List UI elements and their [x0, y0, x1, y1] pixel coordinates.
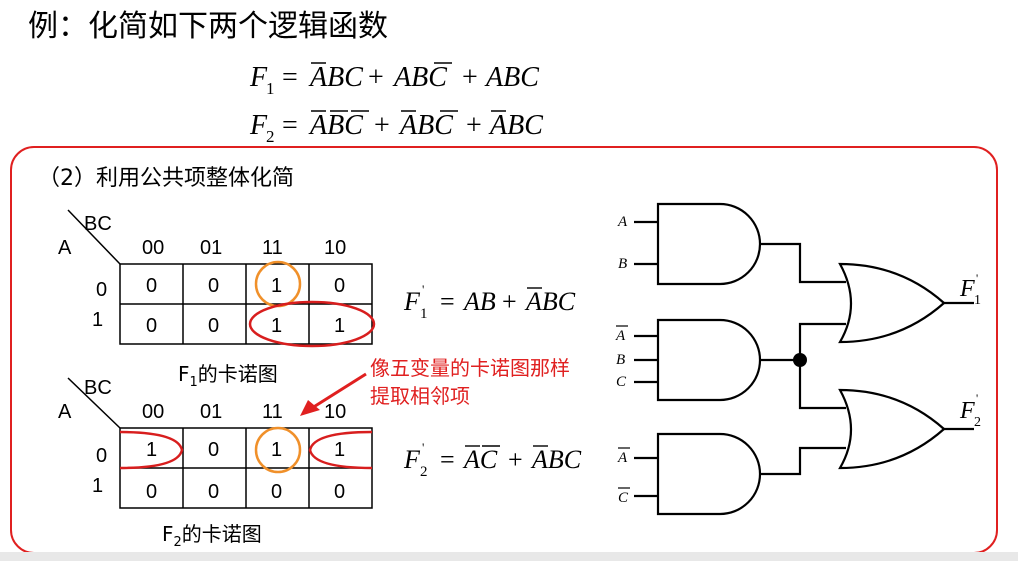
kmap-cell: 0 — [208, 481, 219, 503]
svg-text:ABC: ABC — [530, 445, 582, 474]
f1-term2: ABC — [392, 62, 447, 93]
kmap1-caption: F1的卡诺图 — [178, 362, 278, 390]
svg-text:2: 2 — [974, 415, 981, 430]
f1-simplified: F 1 ' = AB + ABC — [403, 282, 576, 322]
svg-text:+: + — [374, 110, 390, 141]
bottom-scroll-strip — [0, 552, 1018, 561]
svg-text:F: F — [403, 445, 421, 474]
svg-text:1: 1 — [974, 293, 981, 308]
svg-text:=: = — [440, 445, 455, 474]
group-ellipse-red — [248, 300, 376, 348]
kmap-cell: 0 — [271, 481, 282, 503]
svg-text:B: B — [618, 256, 627, 272]
f2-label: F — [249, 110, 268, 141]
group-wrap-right — [308, 430, 373, 470]
or-gate-2 — [838, 388, 946, 470]
svg-text:C: C — [618, 490, 629, 506]
col-header: 00 — [142, 237, 164, 259]
f2-term1: ABC — [308, 110, 363, 141]
col-header: 11 — [262, 237, 283, 259]
row-header: 0 — [96, 445, 107, 467]
junction-dot — [793, 353, 807, 367]
col-header: 01 — [200, 401, 222, 423]
col-header: 00 — [142, 401, 164, 423]
section-label: （2）利用公共项整体化简 — [38, 166, 294, 191]
col-header: 10 — [324, 237, 346, 259]
svg-text:A: A — [615, 328, 626, 344]
kmap-cell: 0 — [146, 275, 157, 297]
kmap2-caption: F2的卡诺图 — [162, 522, 262, 550]
svg-text:': ' — [422, 282, 424, 297]
logic-circuit: A B A B C A C F 1 ' F 2 ' — [615, 202, 981, 516]
kmap-corner-top: BC — [84, 377, 112, 399]
or-gate-1 — [838, 262, 946, 344]
kmap-diagonal — [67, 209, 121, 265]
kmap-cell: 1 — [334, 315, 345, 337]
svg-text:AB: AB — [462, 287, 496, 316]
kmap-cell: 1 — [271, 275, 282, 297]
svg-text:A: A — [617, 214, 628, 230]
kmap-cell: 0 — [208, 275, 219, 297]
row-header: 1 — [92, 475, 103, 497]
kmap-f1: BC A 00 01 11 10 0 1 0 0 1 0 0 0 1 1 — [58, 209, 376, 348]
svg-text:F: F — [403, 287, 421, 316]
kmap-cell: 0 — [208, 315, 219, 337]
row-header: 0 — [96, 279, 107, 301]
slide-title: 例：化简如下两个逻辑函数 — [28, 9, 388, 44]
kmap-cell: 0 — [208, 439, 219, 461]
svg-text:F: F — [959, 398, 975, 424]
f2-term3: ABC — [488, 110, 543, 141]
kmap-cell: 0 — [146, 481, 157, 503]
svg-text:F: F — [959, 276, 975, 302]
kmap-cell: 0 — [334, 275, 345, 297]
group-circle-orange — [254, 426, 302, 474]
svg-text:+: + — [462, 62, 478, 93]
svg-text:+: + — [502, 287, 517, 316]
group-wrap-left — [119, 430, 184, 470]
f2-simplified: F 2 ' = AC + ABC — [403, 440, 582, 480]
and-gate-2 — [656, 318, 762, 402]
f1-term1: ABC — [308, 62, 363, 93]
svg-text:B: B — [616, 352, 625, 368]
kmap-corner-top: BC — [84, 213, 112, 235]
col-header: 10 — [324, 401, 346, 423]
svg-text:C: C — [616, 374, 627, 390]
kmap-f2: BC A 00 01 11 10 0 1 1 0 1 1 0 0 0 0 — [58, 377, 373, 509]
equations: F 1 = ABC + ABC + ABC F 2 = ABC + ABC + … — [249, 62, 543, 146]
col-header: 11 — [262, 401, 283, 423]
svg-text:=: = — [440, 287, 455, 316]
f1-label: F — [249, 62, 268, 93]
col-header: 01 — [200, 237, 222, 259]
f2-sub: 2 — [266, 127, 275, 146]
f1-term3: ABC — [484, 62, 539, 93]
kmap-cell: 1 — [271, 439, 282, 461]
kmap-cell: 1 — [334, 439, 345, 461]
arrow-icon — [300, 372, 367, 416]
kmap-cell: 1 — [271, 315, 282, 337]
svg-text:+: + — [508, 445, 523, 474]
svg-text:': ' — [976, 271, 978, 285]
svg-text:=: = — [282, 110, 298, 141]
and-gate-3 — [656, 432, 762, 516]
svg-text:AC: AC — [462, 445, 498, 474]
svg-text:+: + — [466, 110, 482, 141]
svg-text:1: 1 — [420, 306, 428, 322]
svg-text:+: + — [368, 62, 384, 93]
svg-text:A: A — [617, 450, 628, 466]
f2-term2: ABC — [398, 110, 453, 141]
svg-text:': ' — [422, 440, 424, 455]
f1-eq: = — [282, 62, 298, 93]
kmap-corner-left: A — [58, 237, 72, 259]
kmap-corner-left: A — [58, 401, 72, 423]
svg-text:': ' — [976, 391, 978, 405]
kmap-cell: 0 — [146, 315, 157, 337]
svg-text:ABC: ABC — [524, 287, 576, 316]
svg-text:2: 2 — [420, 464, 428, 480]
and-gate-1 — [656, 202, 762, 286]
kmap-cell: 1 — [146, 439, 157, 461]
annotation-text: 像五变量的卡诺图那样 提取相邻项 — [370, 356, 570, 408]
f1-sub: 1 — [266, 79, 275, 98]
row-header: 1 — [92, 309, 103, 331]
kmap-cell: 0 — [334, 481, 345, 503]
